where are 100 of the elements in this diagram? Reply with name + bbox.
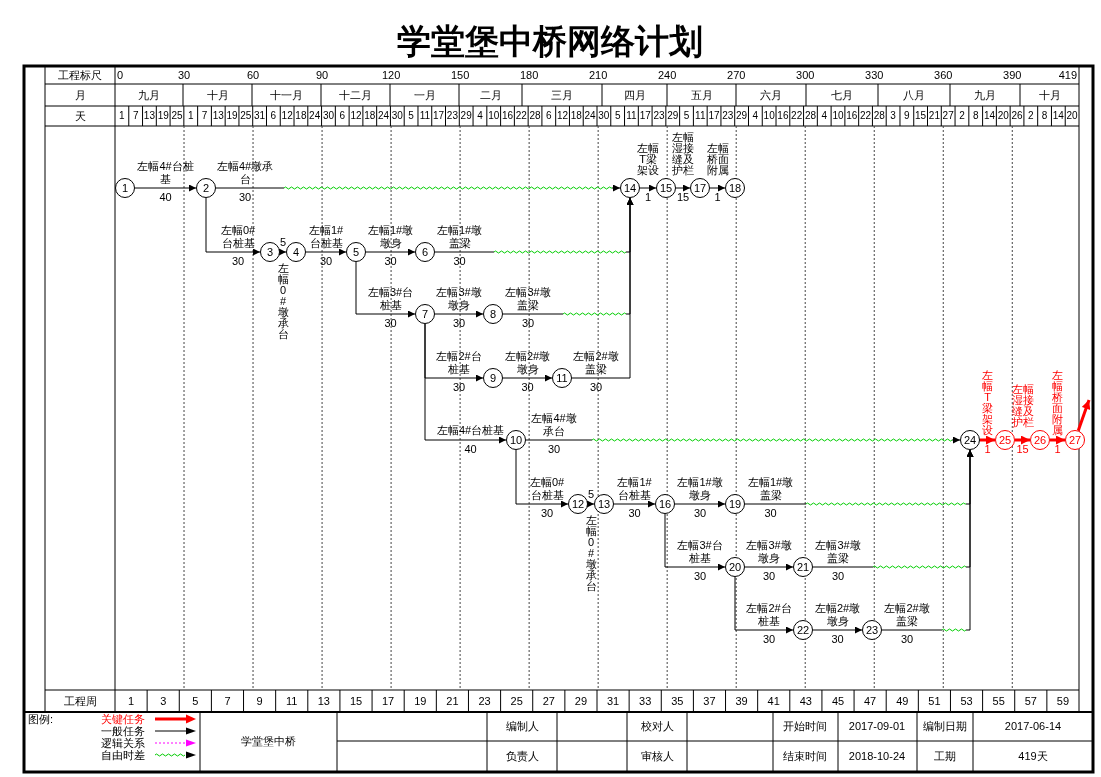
duration-label: 5 <box>587 488 595 501</box>
activity-label: 左幅1#台桩基 <box>616 475 653 501</box>
day-number: 17 <box>708 110 720 122</box>
field-label: 结束时间 <box>783 749 827 763</box>
duration-label: 30 <box>762 633 776 646</box>
duration-label: 15 <box>676 191 690 204</box>
duration-label: 30 <box>521 381 534 394</box>
duration-label: 30 <box>764 507 777 520</box>
day-number: 31 <box>254 110 266 122</box>
duration-label: 30 <box>453 255 466 268</box>
activity-label: 左幅4#墩承台 <box>530 411 578 437</box>
week-number: 3 <box>160 694 167 708</box>
event-node: 3 <box>260 242 280 262</box>
field-value: 2017-06-14 <box>1004 719 1062 733</box>
field-label: 工期 <box>934 749 956 763</box>
day-number: 2 <box>1028 110 1034 122</box>
day-number: 4 <box>821 110 827 122</box>
arrow <box>1076 399 1091 432</box>
day-number: 29 <box>736 110 748 122</box>
week-number: 19 <box>414 694 427 708</box>
event-node: 27 <box>1065 430 1085 450</box>
day-number: 20 <box>1066 110 1078 122</box>
field-label: 编制日期 <box>923 719 967 733</box>
scale-number: 360 <box>934 68 953 82</box>
day-number: 11 <box>419 110 431 122</box>
day-number: 10 <box>763 110 775 122</box>
duration-label: 30 <box>231 255 245 268</box>
duration-label: 40 <box>159 191 172 204</box>
legend-title: 图例: <box>28 712 54 726</box>
week-number: 39 <box>735 694 748 708</box>
activity-label: 左幅1#墩盖梁 <box>746 475 795 501</box>
day-number: 7 <box>132 110 139 122</box>
duration-label: 30 <box>452 381 466 394</box>
day-number: 16 <box>501 110 514 122</box>
duration-label: 30 <box>628 507 641 520</box>
duration-label: 30 <box>452 317 466 330</box>
week-number: 59 <box>1056 694 1070 708</box>
event-node: 22 <box>793 620 813 640</box>
duration-label: 30 <box>589 381 603 394</box>
activity-label: 左幅0#台桩基 <box>528 475 566 501</box>
event-node: 11 <box>552 368 572 388</box>
month-label: 三月 <box>551 88 573 102</box>
day-number: 2 <box>959 110 965 122</box>
arrow <box>587 500 595 508</box>
arrow <box>502 374 553 382</box>
day-number: 18 <box>570 110 582 122</box>
month-label: 十月 <box>206 88 229 102</box>
week-number: 37 <box>703 694 716 708</box>
day-number: 4 <box>477 110 483 122</box>
day-number: 20 <box>997 110 1009 122</box>
day-number: 26 <box>1011 110 1023 122</box>
activity-label: 左幅湿接缝及护栏 <box>671 132 695 176</box>
week-number: 15 <box>349 694 363 708</box>
arrow <box>279 248 287 256</box>
duration-label: 1 <box>644 191 652 204</box>
activity-label: 左幅桥面附属 <box>706 143 729 176</box>
day-number: 14 <box>1052 110 1064 122</box>
event-node: 16 <box>655 494 675 514</box>
scale-number: 240 <box>658 68 677 82</box>
day-number: 28 <box>873 110 885 122</box>
event-node: 1 <box>115 178 135 198</box>
activity-label: 左幅3#墩墩身 <box>745 538 793 564</box>
day-number: 24 <box>584 110 596 122</box>
day-number: 9 <box>904 110 910 122</box>
scale-number: 419 <box>1058 68 1077 82</box>
activity-label: 左幅1#墩盖梁 <box>435 223 484 249</box>
arrow <box>215 184 621 192</box>
activity-label: 左幅1#墩墩身 <box>366 223 415 249</box>
day-number: 11 <box>695 110 706 122</box>
arrow <box>734 576 794 634</box>
field-value: 419天 <box>1018 749 1048 763</box>
day-number: 18 <box>364 110 376 122</box>
day-number: 17 <box>433 110 445 122</box>
duration-label: 30 <box>540 507 554 520</box>
event-node: 6 <box>415 242 435 262</box>
event-node: 13 <box>594 494 614 514</box>
duration-label: 40 <box>464 443 477 456</box>
field-value: 2017-09-01 <box>848 719 906 733</box>
day-number: 16 <box>777 110 789 122</box>
month-label: 九月 <box>974 88 996 102</box>
arrow <box>424 323 507 444</box>
arrow <box>664 513 726 571</box>
event-node: 26 <box>1030 430 1050 450</box>
duration-label: 15 <box>1016 443 1029 456</box>
scale-number: 210 <box>588 68 608 82</box>
activity-label: 左幅3#台桩基 <box>676 538 724 564</box>
week-number: 7 <box>224 694 231 708</box>
duration-label: 30 <box>900 633 914 646</box>
week-number: 47 <box>864 694 877 708</box>
duration-label: 1 <box>1054 443 1061 456</box>
week-number: 35 <box>671 694 684 708</box>
day-number: 8 <box>1041 110 1048 122</box>
day-number: 30 <box>391 110 403 122</box>
activity-label: 左幅4#墩承台 <box>216 159 274 185</box>
week-number: 41 <box>767 694 780 708</box>
week-number: 21 <box>446 694 459 708</box>
day-number: 5 <box>408 110 414 122</box>
day-number: 1 <box>119 110 125 122</box>
row-header: 月 <box>74 88 86 102</box>
duration-label: 30 <box>831 633 844 646</box>
